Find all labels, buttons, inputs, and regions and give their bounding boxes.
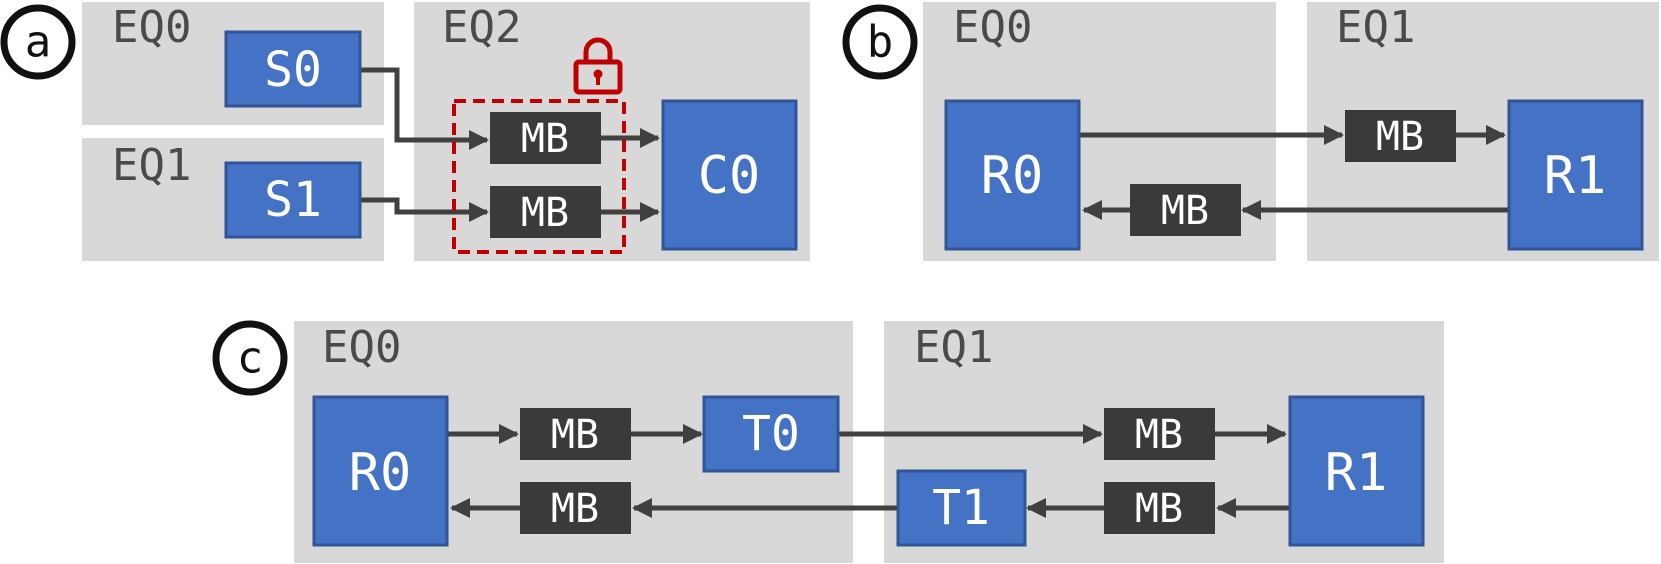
panel-a: EQ0 EQ1 EQ2 S0 S1 C0 MB MB a xyxy=(0,2,810,261)
panel-a-marker xyxy=(0,4,76,80)
panel-c-node-t1 xyxy=(896,469,1027,547)
panel-b-marker xyxy=(842,4,918,80)
panel-c-marker-label: c xyxy=(237,333,264,384)
panel-b-buffer-mb-forward-label: MB xyxy=(1376,114,1424,160)
panel-c-buffer-mb-t0-r1-label: MB xyxy=(1135,412,1183,458)
panel-a-region-eq0-label: EQ0 xyxy=(112,2,191,53)
panel-a-node-s0-label: S0 xyxy=(264,42,322,98)
panel-c-buffer-mb-t1-r0 xyxy=(520,482,631,534)
panel-c-buffer-mb-t0-r1 xyxy=(1104,408,1215,460)
panel-c-buffer-mb-r1-t1 xyxy=(1104,482,1215,534)
panel-a-edge-s0-mb-top xyxy=(360,67,489,150)
panel-c-buffer-mb-r0-t0 xyxy=(520,408,631,460)
panel-c-buffer-mb-r1-t1-label: MB xyxy=(1135,486,1183,532)
panel-c-node-r1-label: R1 xyxy=(1325,443,1388,503)
panel-b-buffer-mb-back-label: MB xyxy=(1161,188,1209,234)
panel-a-buffer-mb-bottom-label: MB xyxy=(521,190,569,236)
panel-c-node-r0-label: R0 xyxy=(349,443,412,503)
panel-a-region-eq2-label: EQ2 xyxy=(442,2,521,53)
panel-c-buffer-mb-r0-t0-label: MB xyxy=(551,412,599,458)
panel-a-node-s1 xyxy=(224,161,362,239)
panel-b: EQ0 EQ1 R0 R1 MB MB b xyxy=(842,2,1659,261)
panel-c-node-t0-label: T0 xyxy=(742,406,800,462)
panel-c-buffer-mb-t1-r0-label: MB xyxy=(551,486,599,532)
panel-b-node-r1 xyxy=(1507,99,1644,251)
panel-a-buffer-mb-bottom xyxy=(490,186,601,238)
panel-a-node-c0-label: C0 xyxy=(698,146,761,206)
panel-a-edge-s1-mb-bottom xyxy=(360,197,489,222)
panel-a-node-s0 xyxy=(224,30,362,108)
panel-b-node-r1-label: R1 xyxy=(1544,146,1607,206)
padlock-icon xyxy=(573,37,623,95)
panel-a-buffer-mb-top xyxy=(490,112,601,164)
panel-c-node-r0 xyxy=(312,395,449,547)
panel-c-node-r1 xyxy=(1288,395,1425,547)
panel-b-node-r0-label: R0 xyxy=(981,146,1044,206)
panel-b-buffer-mb-forward xyxy=(1345,110,1456,162)
panel-a-node-s1-label: S1 xyxy=(264,172,322,228)
panel-c-node-t0 xyxy=(702,395,840,473)
panel-c-node-t1-label: T1 xyxy=(932,480,990,536)
panel-c: EQ0 EQ1 R0 T0 R1 T1 MB MB MB MB c xyxy=(212,320,1444,563)
panel-c-region-eq1-label: EQ1 xyxy=(914,322,993,373)
panel-c-region-eq0-label: EQ0 xyxy=(322,322,401,373)
panel-a-region-eq1-label: EQ1 xyxy=(112,140,191,191)
panel-b-region-eq0-label: EQ0 xyxy=(953,2,1032,53)
panel-b-buffer-mb-back xyxy=(1130,184,1241,236)
panel-a-marker-label: a xyxy=(25,17,52,68)
panel-a-buffer-mb-top-label: MB xyxy=(521,116,569,162)
panel-a-locked-region xyxy=(452,99,626,254)
panel-b-marker-label: b xyxy=(867,17,894,68)
panel-b-region-eq1-label: EQ1 xyxy=(1336,2,1415,53)
panel-b-node-r0 xyxy=(944,99,1081,251)
panel-a-node-c0 xyxy=(661,99,798,251)
panel-c-marker xyxy=(212,320,288,396)
